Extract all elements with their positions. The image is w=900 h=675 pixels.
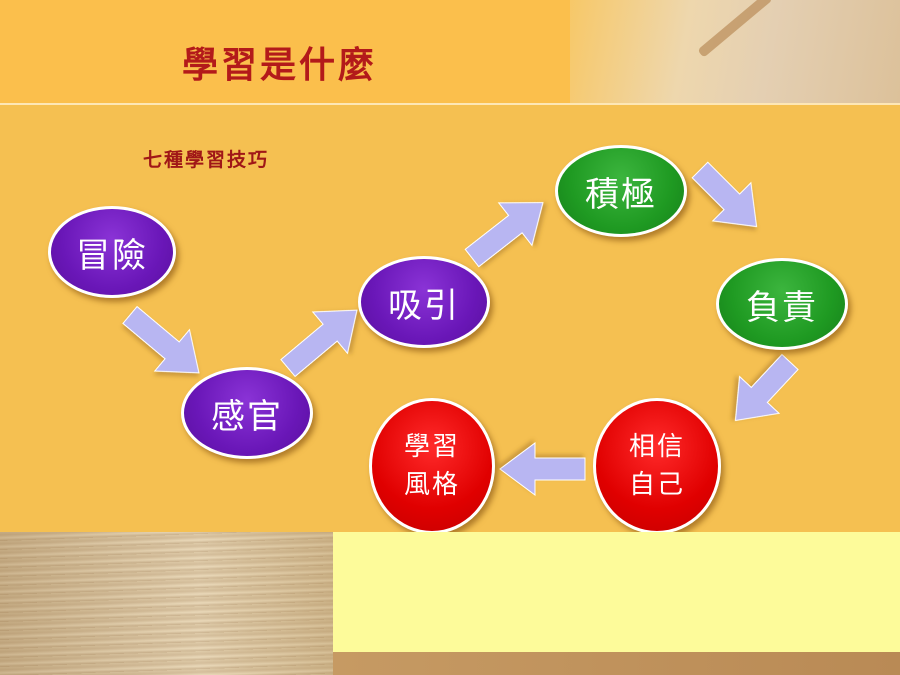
node-attraction: 吸引 (358, 256, 490, 348)
arrow-responsible-to-believe (734, 353, 799, 422)
node-learning-style: 學習 風格 (369, 398, 495, 534)
node-positive: 積極 (555, 145, 687, 237)
arrow-attraction-to-positive (464, 202, 544, 268)
node-style-line2: 風格 (403, 470, 460, 500)
arrow-senses-to-attraction (280, 309, 358, 378)
node-responsible-label: 負責 (746, 287, 818, 328)
arrow-adventure-to-senses (122, 305, 200, 374)
node-style-line1: 學習 (403, 432, 460, 462)
header-divider (0, 103, 900, 105)
arrow-positive-to-responsible (691, 161, 758, 228)
node-believe-self: 相信 自己 (593, 398, 721, 534)
node-attraction-label: 吸引 (388, 285, 460, 326)
page-title: 學習是什麼 (182, 44, 378, 86)
node-positive-label: 積極 (585, 174, 657, 215)
arrow-believe-to-style (499, 442, 586, 496)
node-adventure-label: 冒險 (76, 235, 148, 276)
node-adventure: 冒險 (48, 206, 176, 298)
node-responsible: 負責 (716, 258, 848, 350)
node-believe-line2: 自己 (628, 470, 685, 500)
node-believe-line1: 相信 (628, 432, 685, 462)
subtitle: 七種學習技巧 (143, 149, 270, 171)
paper-stack-image (0, 532, 333, 675)
node-senses-label: 感官 (211, 396, 283, 437)
paper-shade (0, 532, 333, 675)
node-senses: 感官 (181, 367, 313, 459)
yellow-panel (333, 532, 900, 652)
bottom-strip (333, 652, 900, 675)
